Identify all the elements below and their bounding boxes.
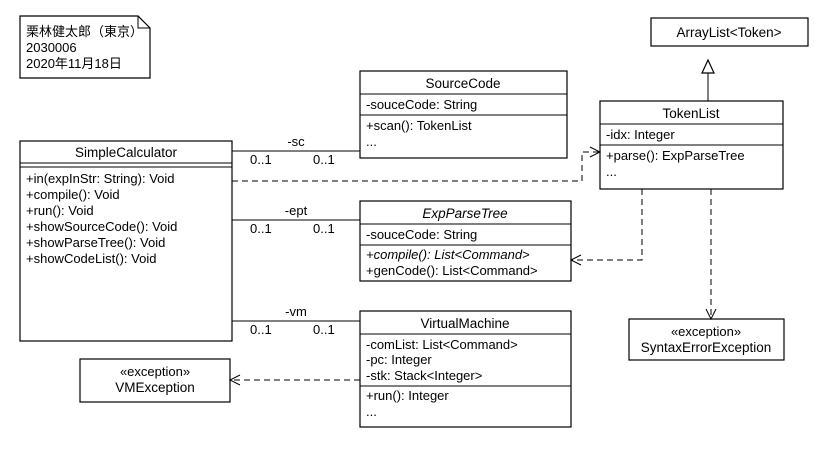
multiplicity-label: 0..1 (250, 322, 272, 337)
token-list-operation: ... (606, 164, 617, 179)
vm-exception-stereotype: «exception» (120, 364, 190, 379)
exp-parse-tree-name: ExpParseTree (422, 206, 507, 221)
multiplicity-label: 0..1 (250, 152, 272, 167)
token-list-attribute: -idx: Integer (606, 127, 675, 142)
note-fold (137, 16, 150, 29)
syntax-error-exception-box (628, 318, 785, 361)
virtual-machine-operation: +run(): Integer (366, 388, 449, 403)
multiplicity-label: 0..1 (313, 152, 335, 167)
multiplicity-label: 0..1 (313, 322, 335, 337)
author-note: 栗林健太郎（東京） 2030006 2020年11月18日 (19, 15, 151, 79)
association-role: -sc (287, 134, 305, 149)
arrowhead-icon (705, 308, 717, 321)
source-code-operation: ... (366, 134, 377, 149)
array-list-name: ArrayList<Token> (676, 25, 781, 40)
note-line-date: 2020年11月18日 (26, 56, 122, 71)
exp-parse-tree-operation: +compile(): List<Command> (366, 247, 530, 262)
syntax-error-exception-name: SyntaxErrorException (641, 340, 772, 355)
simple-calculator-operation: +in(expInStr: String): Void (26, 171, 175, 186)
virtual-machine-name: VirtualMachine (420, 316, 509, 331)
dependency-tokenlist-to-parsetree (569, 189, 643, 266)
dependency-tokenlist-to-syntaxerror (705, 189, 717, 321)
note-shape (19, 15, 151, 79)
association-ept: -ept 0..1 0..1 (232, 203, 360, 236)
dependency-line (232, 151, 600, 182)
association-role: -ept (285, 203, 308, 218)
simple-calculator-name: SimpleCalculator (75, 145, 178, 160)
arrowhead-icon (228, 374, 241, 386)
dependency-vm-to-vmexception (228, 374, 360, 386)
vm-exception-name: VMException (115, 380, 195, 395)
source-code-operation: +scan(): TokenList (366, 118, 472, 133)
vm-exception-box (79, 358, 231, 403)
virtual-machine-attribute: -comList: List<Command> (366, 337, 518, 352)
multiplicity-label: 0..1 (250, 221, 272, 236)
class-array-list: ArrayList<Token> (650, 17, 809, 47)
exp-parse-tree-attribute: -souceCode: String (366, 227, 477, 242)
simple-calculator-operation: +showSourceCode(): Void (26, 219, 177, 234)
association-vm: -vm 0..1 0..1 (232, 304, 360, 337)
class-virtual-machine: VirtualMachine -comList: List<Command> -… (359, 310, 572, 428)
class-syntax-error-exception: «exception» SyntaxErrorException (628, 318, 785, 361)
dependency-line (571, 189, 643, 261)
virtual-machine-box (359, 310, 572, 428)
virtual-machine-attribute: -pc: Integer (366, 352, 432, 367)
simple-calculator-operation: +run(): Void (26, 203, 94, 218)
arrowhead-icon (589, 146, 602, 158)
note-line-id: 2030006 (26, 40, 77, 55)
exp-parse-tree-operation: +genCode(): List<Command> (366, 263, 538, 278)
exp-parse-tree-box (359, 200, 572, 282)
class-source-code: SourceCode -souceCode: String +scan(): T… (359, 70, 568, 159)
inheritance-triangle-icon (701, 58, 715, 74)
note-line-author: 栗林健太郎（東京） (26, 24, 143, 39)
simple-calculator-operation: +showParseTree(): Void (26, 235, 165, 250)
class-vm-exception: «exception» VMException (79, 358, 231, 403)
token-list-operation: +parse(): ExpParseTree (606, 148, 745, 163)
simple-calculator-operation: +compile(): Void (26, 187, 120, 202)
generalization-tokenlist-arraylist (701, 58, 715, 101)
class-simple-calculator: SimpleCalculator +in(expInStr: String): … (19, 140, 233, 342)
class-exp-parse-tree: ExpParseTree -souceCode: String +compile… (359, 200, 572, 282)
class-token-list: TokenList -idx: Integer +parse(): ExpPar… (599, 100, 784, 190)
source-code-name: SourceCode (425, 76, 500, 91)
arrowhead-icon (569, 254, 582, 266)
virtual-machine-operation: ... (366, 404, 377, 419)
array-list-box (650, 17, 809, 47)
virtual-machine-attribute: -stk: Stack<Integer> (366, 368, 482, 383)
association-role: -vm (285, 304, 307, 319)
association-sc: -sc 0..1 0..1 (232, 134, 360, 167)
source-code-attribute: -souceCode: String (366, 97, 477, 112)
multiplicity-label: 0..1 (313, 221, 335, 236)
dependency-calculator-to-tokenlist (232, 146, 602, 182)
simple-calculator-box (19, 140, 233, 342)
syntax-error-exception-stereotype: «exception» (671, 324, 741, 339)
simple-calculator-operation: +showCodeList(): Void (26, 251, 156, 266)
token-list-name: TokenList (662, 106, 719, 121)
